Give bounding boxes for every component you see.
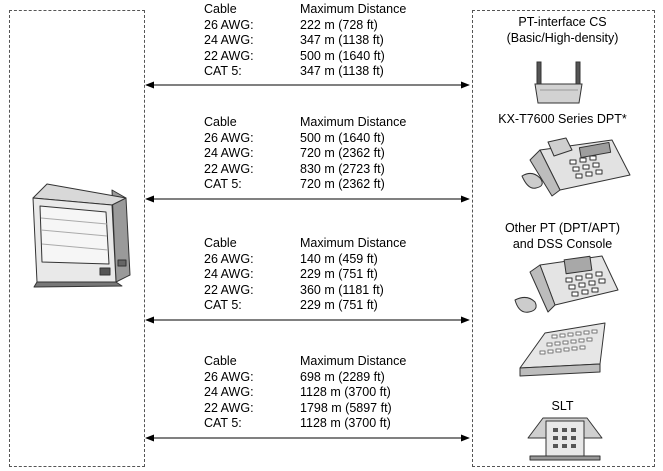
terminal-area-box: [472, 10, 655, 467]
distance-header: Maximum Distance: [300, 354, 407, 368]
max-distance: 229 m (751 ft): [300, 267, 378, 282]
distance-table-slt: Cable Maximum Distance 26 AWG: 698 m (2289…: [204, 354, 406, 432]
table-row: CAT 5: 720 m (2362 ft): [204, 177, 406, 193]
other-pt-label-line2: and DSS Console: [512, 237, 613, 251]
cable-type: 24 AWG:: [204, 267, 254, 282]
other-pt-label: Other PT (DPT/APT) and DSS Console: [472, 220, 653, 252]
cable-header: Cable: [204, 115, 237, 129]
table-row: 26 AWG: 698 m (2289 ft): [204, 370, 406, 386]
table-row: 24 AWG: 347 m (1138 ft): [204, 33, 406, 49]
cable-type: 22 AWG:: [204, 400, 254, 415]
cable-header: Cable: [204, 236, 237, 250]
max-distance: 347 m (1138 ft): [300, 64, 384, 79]
distance-table-other-pt: Cable Maximum Distance 26 AWG: 140 m (459 …: [204, 236, 406, 314]
cable-type: 24 AWG:: [204, 146, 254, 161]
cable-type: CAT 5:: [204, 416, 242, 431]
dss-console-icon: [519, 322, 606, 377]
max-distance: 222 m (728 ft): [300, 17, 378, 32]
distance-table-cs: Cable Maximum Distance 26 AWG: 222 m (728 …: [204, 2, 406, 80]
table-row: 24 AWG: 229 m (751 ft): [204, 267, 406, 283]
table-row: 24 AWG: 1128 m (3700 ft): [204, 385, 406, 401]
cs-label-line2: (Basic/High-density): [506, 31, 619, 45]
cable-type: 24 AWG:: [204, 385, 254, 400]
digital-phone-icon: [521, 137, 631, 197]
distance-header: Maximum Distance: [300, 2, 407, 16]
max-distance: 360 m (1181 ft): [300, 282, 384, 297]
table-row: 26 AWG: 500 m (1640 ft): [204, 131, 406, 147]
table-header: Cable Maximum Distance: [204, 115, 406, 131]
cable-type: 26 AWG:: [204, 251, 254, 266]
max-distance: 140 m (459 ft): [300, 251, 378, 266]
dpt-label: KX-T7600 Series DPT*: [498, 112, 627, 126]
cable-header: Cable: [204, 354, 237, 368]
cable-type: 22 AWG:: [204, 282, 254, 297]
max-distance: 229 m (751 ft): [300, 298, 378, 313]
max-distance: 1128 m (3700 ft): [300, 416, 391, 431]
table-row: CAT 5: 347 m (1138 ft): [204, 64, 406, 80]
table-header: Cable Maximum Distance: [204, 2, 406, 18]
table-row: 22 AWG: 830 m (2723 ft): [204, 162, 406, 178]
cable-type: 26 AWG:: [204, 369, 254, 384]
max-distance: 720 m (2362 ft): [300, 177, 385, 192]
cable-type: 22 AWG:: [204, 161, 254, 176]
distance-header: Maximum Distance: [300, 115, 407, 129]
cell-station-icon: [534, 61, 583, 104]
cable-type: 26 AWG:: [204, 130, 254, 145]
proprietary-phone-icon: [514, 255, 619, 313]
other-pt-label-line1: Other PT (DPT/APT): [504, 221, 621, 235]
table-row: 22 AWG: 500 m (1640 ft): [204, 49, 406, 65]
max-distance: 1128 m (3700 ft): [300, 385, 391, 400]
distance-table-dpt: Cable Maximum Distance 26 AWG: 500 m (1640…: [204, 115, 406, 193]
max-distance: 1798 m (5897 ft): [300, 400, 392, 415]
cable-header: Cable: [204, 2, 237, 16]
slt-label: SLT: [551, 399, 574, 413]
distance-header: Maximum Distance: [300, 236, 407, 250]
table-row: 22 AWG: 360 m (1181 ft): [204, 283, 406, 299]
pbx-area-box: [9, 10, 145, 467]
max-distance: 347 m (1138 ft): [300, 33, 384, 48]
table-row: 26 AWG: 140 m (459 ft): [204, 252, 406, 268]
cable-type: CAT 5:: [204, 298, 242, 313]
cs-label: PT-interface CS (Basic/High-density): [472, 14, 653, 46]
max-distance: 830 m (2723 ft): [300, 161, 385, 176]
table-row: 22 AWG: 1798 m (5897 ft): [204, 401, 406, 417]
single-line-phone-icon: [527, 417, 603, 461]
cs-label-line1: PT-interface CS: [518, 15, 607, 29]
cable-type: 26 AWG:: [204, 17, 254, 32]
table-row: 24 AWG: 720 m (2362 ft): [204, 146, 406, 162]
max-distance: 720 m (2362 ft): [300, 146, 385, 161]
table-row: CAT 5: 229 m (751 ft): [204, 298, 406, 314]
max-distance: 698 m (2289 ft): [300, 369, 385, 384]
max-distance: 500 m (1640 ft): [300, 130, 385, 145]
max-distance: 500 m (1640 ft): [300, 48, 385, 63]
table-header: Cable Maximum Distance: [204, 236, 406, 252]
table-row: CAT 5: 1128 m (3700 ft): [204, 416, 406, 432]
cable-type: CAT 5:: [204, 177, 242, 192]
table-row: 26 AWG: 222 m (728 ft): [204, 18, 406, 34]
cable-type: CAT 5:: [204, 64, 242, 79]
table-header: Cable Maximum Distance: [204, 354, 406, 370]
cable-type: 22 AWG:: [204, 48, 254, 63]
cable-type: 24 AWG:: [204, 33, 254, 48]
